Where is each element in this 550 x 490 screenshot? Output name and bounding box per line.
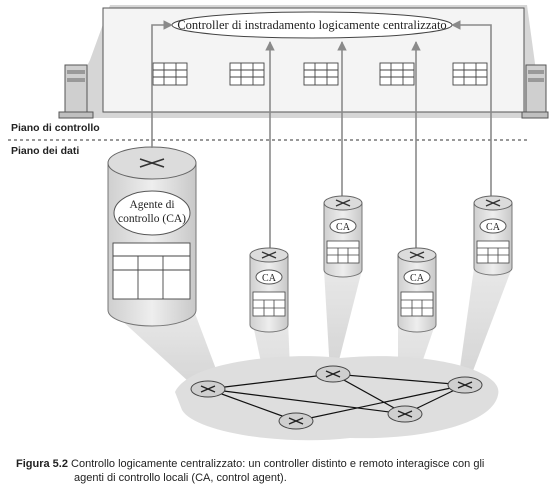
network-router — [190, 380, 226, 398]
network-router — [278, 412, 314, 430]
server-left-icon — [58, 64, 94, 119]
arrows — [151, 20, 492, 248]
controller-table — [379, 62, 415, 86]
network-router — [387, 405, 423, 423]
server-right-icon — [521, 64, 549, 119]
router-ca-1: CA — [249, 247, 289, 333]
arrow-left — [151, 20, 173, 148]
agent-label-line1: Agente di — [129, 199, 174, 211]
controller-tables — [152, 62, 488, 86]
controller-label: Controller di instradamento logicamente … — [177, 18, 446, 32]
arrow-right — [451, 20, 492, 196]
router-ca-2: CA — [323, 195, 363, 278]
figure-number: Figura 5.2 — [16, 458, 68, 470]
ca-label: CA — [410, 273, 425, 284]
router-big: Agente di controllo (CA) — [107, 146, 197, 327]
router-ca-4: CA — [473, 195, 513, 276]
controller-table — [229, 62, 265, 86]
caption-line1: Controllo logicamente centralizzato: un … — [71, 458, 485, 470]
ca-label: CA — [486, 222, 501, 233]
controller-table — [152, 62, 188, 86]
controller-table — [452, 62, 488, 86]
ca-label: CA — [262, 273, 277, 284]
caption-line2: agenti di controllo locali (CA, control … — [74, 472, 287, 484]
network-router — [315, 365, 351, 383]
control-plane-label: Piano di controllo — [11, 122, 100, 134]
data-plane-label: Piano dei dati — [11, 145, 80, 157]
network-nodes — [190, 365, 483, 430]
agent-label-line2: controllo (CA) — [118, 213, 186, 225]
network-router — [447, 376, 483, 394]
router-ca-3: CA — [397, 247, 437, 333]
controller-table — [303, 62, 339, 86]
figure-caption: Figura 5.2 Controllo logicamente central… — [16, 457, 541, 485]
beams — [108, 268, 512, 418]
ca-label: CA — [336, 222, 351, 233]
agent-table — [112, 242, 191, 300]
